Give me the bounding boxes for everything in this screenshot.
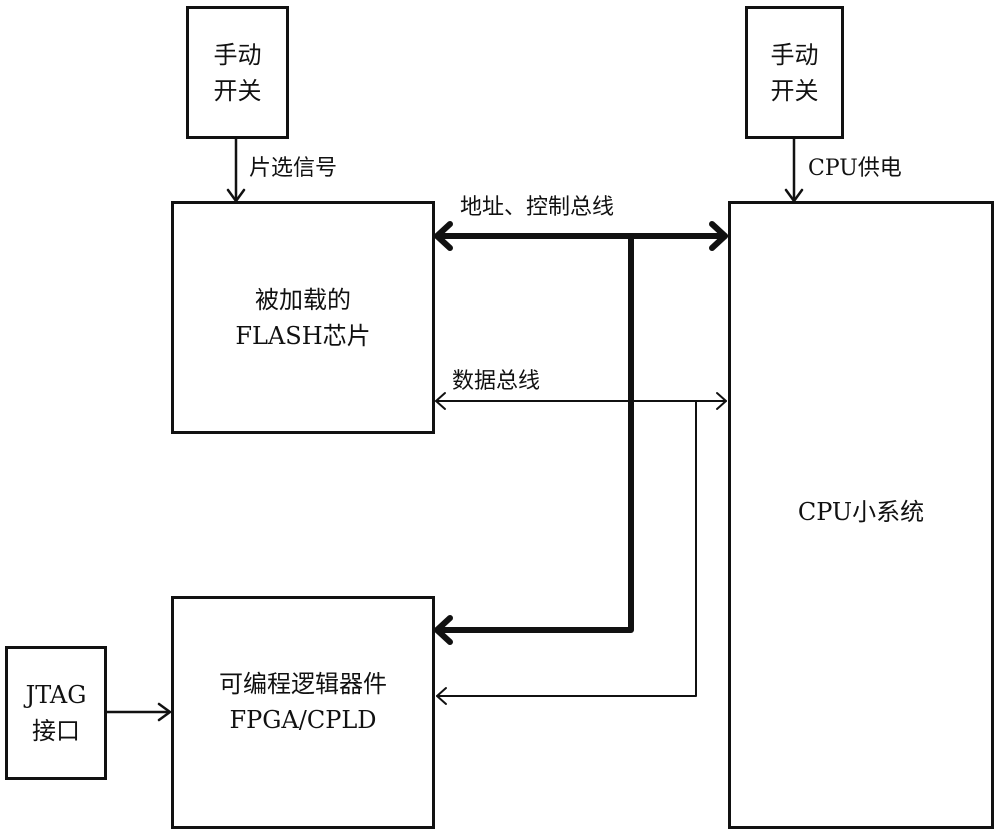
data-bus [435, 392, 727, 705]
manual-switch-left-label: 手动 开关 [213, 40, 262, 105]
fpga-cpld-label: 可编程逻辑器件 FPGA/CPLD [219, 669, 387, 734]
jtag-to-fpga-arrow [105, 702, 172, 722]
flash-chip-box: 被加载的 FLASH芯片 [171, 201, 435, 434]
manual-switch-right-label: 手动 开关 [770, 40, 819, 105]
cpu-system-box: CPU小系统 [728, 201, 994, 829]
jtag-interface-label: JTAG 接口 [25, 681, 87, 745]
chip-select-label: 片选信号 [249, 156, 338, 181]
flash-chip-label: 被加载的 FLASH芯片 [235, 285, 371, 350]
cpu-power-arrow [784, 137, 804, 203]
data-bus-label: 数据总线 [452, 369, 541, 394]
fpga-cpld-box: 可编程逻辑器件 FPGA/CPLD [171, 596, 435, 829]
address-control-bus [434, 221, 728, 645]
chip-select-arrow [226, 137, 246, 203]
address-control-bus-label: 地址、控制总线 [460, 195, 615, 220]
jtag-interface-box: JTAG 接口 [5, 646, 107, 780]
cpu-power-label: CPU供电 [808, 156, 902, 181]
cpu-system-label: CPU小系统 [797, 498, 925, 526]
manual-switch-left-box: 手动 开关 [186, 6, 289, 139]
manual-switch-right-box: 手动 开关 [745, 6, 844, 139]
